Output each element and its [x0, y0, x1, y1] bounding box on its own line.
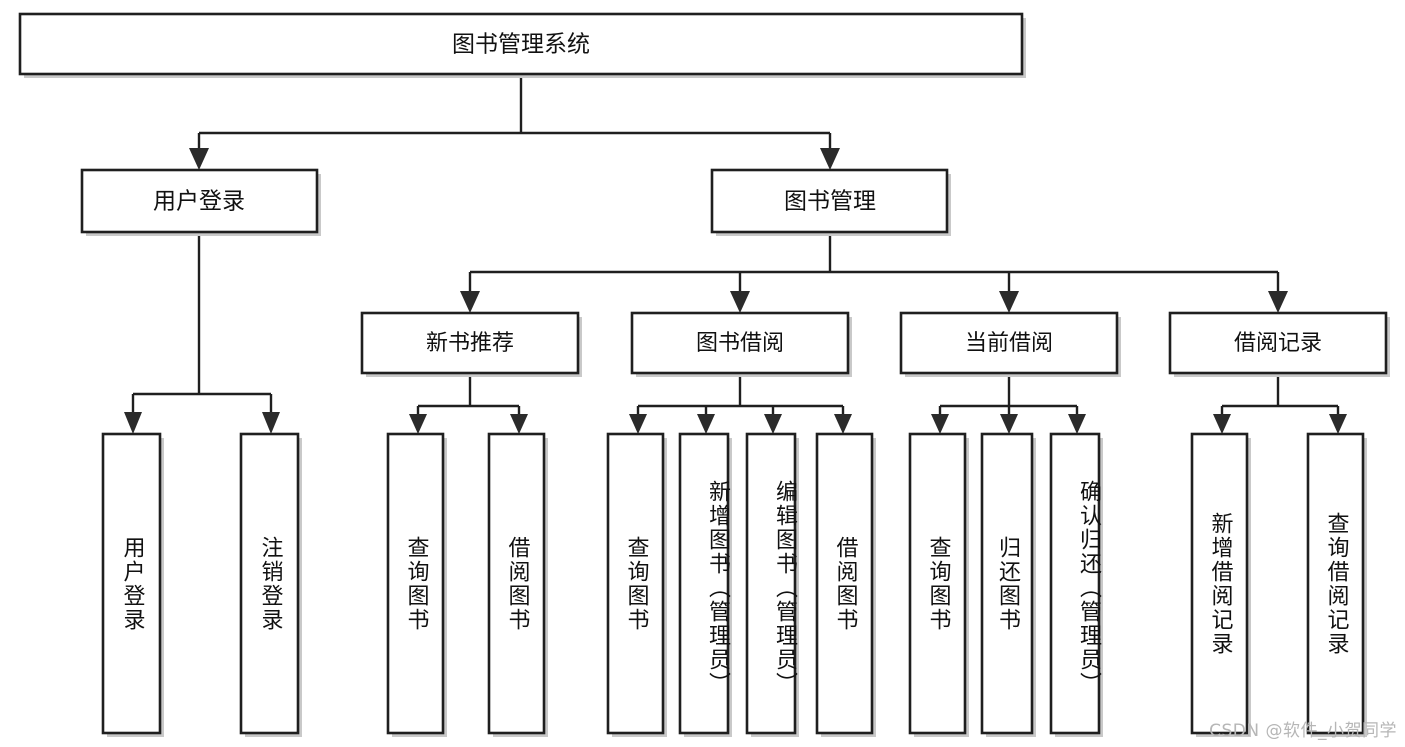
node-root[interactable]: 图书管理系统 [18, 12, 1026, 78]
connector-bookmanage-to-level2 [460, 232, 1288, 313]
node-leaf-query-book-3[interactable] [908, 432, 969, 737]
node-rect [980, 432, 1034, 735]
node-label: 图书借阅 [696, 331, 784, 356]
arrow-head-icon [730, 291, 750, 313]
node-rect [908, 432, 967, 735]
node-rect [678, 432, 730, 735]
connector-root-to-level1 [189, 76, 840, 170]
arrow-head-icon [124, 412, 142, 434]
node-leaf-edit-book-admin[interactable] [745, 432, 799, 737]
node-leaf-logout-login[interactable] [239, 432, 302, 737]
arrow-head-icon [931, 414, 949, 434]
connector-currentborrow-to-leaves [931, 374, 1086, 434]
arrow-head-icon [820, 148, 840, 170]
connector-newbook-to-leaves [409, 374, 528, 434]
node-leaf-user-login[interactable] [101, 432, 164, 737]
arrow-head-icon [189, 148, 209, 170]
node-label: 图书管理系统 [452, 32, 590, 58]
node-user-login[interactable]: 用户登录 [80, 168, 321, 236]
node-rect [710, 168, 949, 234]
node-leaf-confirm-return-admin[interactable] [1049, 432, 1103, 737]
node-leaf-return-book[interactable] [980, 432, 1036, 737]
node-leaf-add-book-admin[interactable] [678, 432, 732, 737]
node-leaf-borrow-book-1[interactable] [487, 432, 548, 737]
arrow-head-icon [262, 412, 280, 434]
connector-userlogin-to-leaves [124, 232, 280, 434]
node-label: 图书管理 [784, 189, 876, 215]
node-rect [101, 432, 162, 735]
arrow-head-icon [1000, 414, 1018, 434]
node-leaf-query-book-2[interactable] [606, 432, 667, 737]
node-new-book-recommend[interactable]: 新书推荐 [360, 311, 582, 377]
node-book-borrow[interactable]: 图书借阅 [630, 311, 852, 377]
node-current-borrow[interactable]: 当前借阅 [899, 311, 1121, 377]
node-rect [1049, 432, 1101, 735]
node-rect [815, 432, 874, 735]
arrow-head-icon [460, 291, 480, 313]
node-rect [745, 432, 797, 735]
node-label: 借阅记录 [1234, 331, 1322, 356]
node-leaf-query-borrow-record[interactable] [1306, 432, 1367, 737]
node-leaf-query-book-1[interactable] [386, 432, 447, 737]
node-rect [80, 168, 319, 234]
arrow-head-icon [409, 414, 427, 434]
arrow-head-icon [1068, 414, 1086, 434]
watermark-text: CSDN @软件_小贺同学 [1209, 721, 1397, 741]
node-label: 当前借阅 [965, 331, 1053, 356]
node-rect [1306, 432, 1365, 735]
node-leaf-borrow-book-2[interactable] [815, 432, 876, 737]
arrow-head-icon [1268, 291, 1288, 313]
arrow-head-icon [510, 414, 528, 434]
arrow-head-icon [834, 414, 852, 434]
node-label: 新书推荐 [426, 331, 514, 356]
node-book-manage[interactable]: 图书管理 [710, 168, 951, 236]
arrow-head-icon [697, 414, 715, 434]
arrow-head-icon [764, 414, 782, 434]
node-rect [239, 432, 300, 735]
connector-borrowrecord-to-leaves [1213, 374, 1347, 434]
node-rect [360, 311, 580, 375]
node-rect [1190, 432, 1249, 735]
node-rect [606, 432, 665, 735]
node-rect [386, 432, 445, 735]
node-borrow-record[interactable]: 借阅记录 [1168, 311, 1390, 377]
node-rect [1168, 311, 1388, 375]
connector-bookborrow-to-leaves [629, 374, 852, 434]
arrow-head-icon [999, 291, 1019, 313]
node-rect [899, 311, 1119, 375]
node-rect [630, 311, 850, 375]
arrow-head-icon [1329, 414, 1347, 434]
node-rect [18, 12, 1024, 76]
node-rect [487, 432, 546, 735]
node-leaf-add-borrow-record[interactable] [1190, 432, 1251, 737]
node-label: 用户登录 [153, 189, 245, 215]
arrow-head-icon [629, 414, 647, 434]
arrow-head-icon [1213, 414, 1231, 434]
